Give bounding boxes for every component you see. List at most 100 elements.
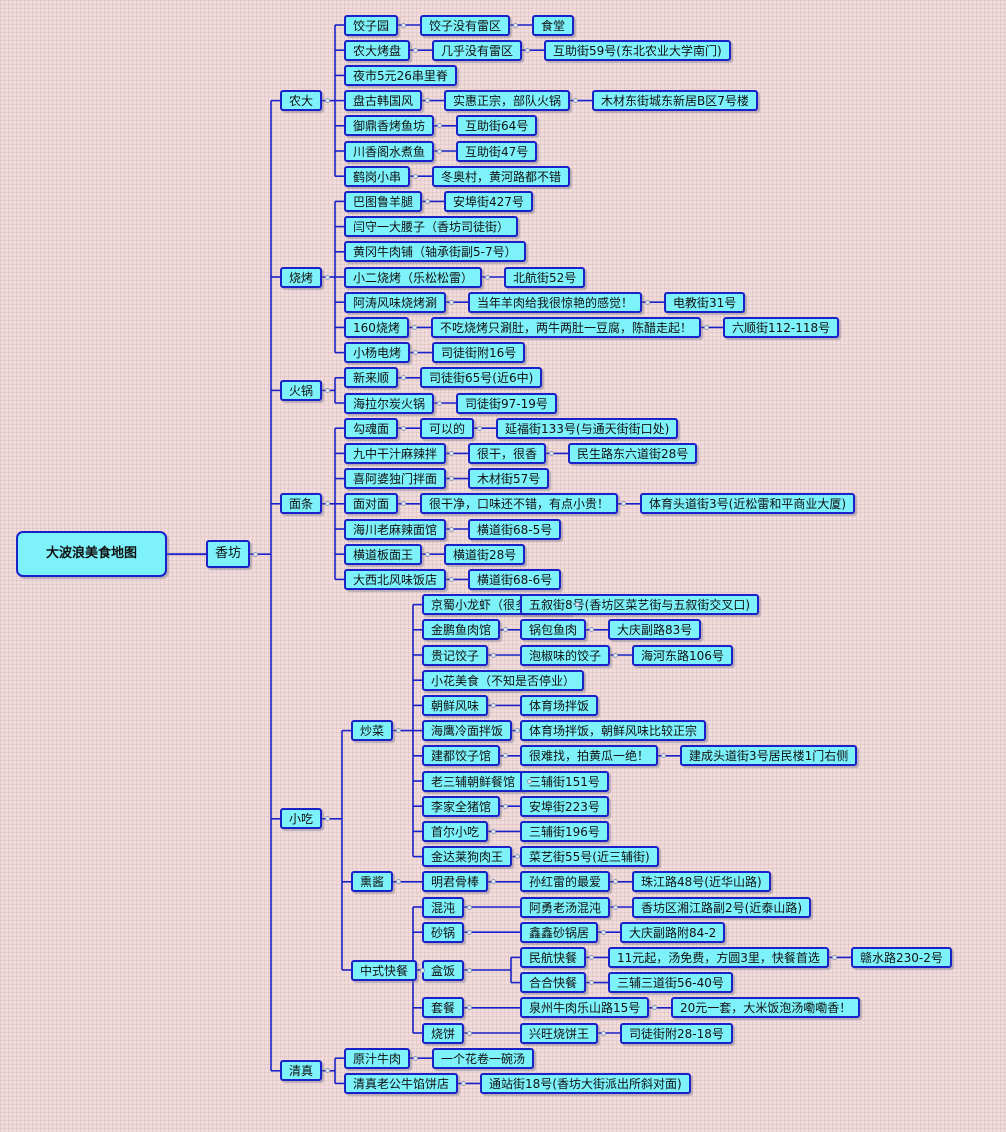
- topic-node[interactable]: 泉州牛肉乐山路15号: [520, 997, 650, 1019]
- collapse-toggle[interactable]: [400, 501, 406, 507]
- collapse-toggle[interactable]: [460, 1080, 466, 1086]
- topic-node[interactable]: 九中干汁麻辣拌: [344, 442, 447, 464]
- collapse-toggle[interactable]: [651, 1005, 657, 1011]
- topic-node[interactable]: 熏酱: [351, 871, 394, 893]
- topic-node[interactable]: 盘古韩国风: [344, 90, 423, 112]
- topic-node[interactable]: 勾魂面: [344, 417, 399, 439]
- topic-node[interactable]: 新来顺: [344, 367, 399, 389]
- district-node[interactable]: 香坊: [206, 540, 251, 569]
- collapse-toggle[interactable]: [514, 728, 520, 734]
- collapse-toggle[interactable]: [448, 526, 454, 532]
- collapse-toggle[interactable]: [600, 1030, 606, 1036]
- collapse-toggle[interactable]: [466, 1005, 472, 1011]
- topic-node[interactable]: 大西北风味饭店: [344, 568, 447, 590]
- collapse-toggle[interactable]: [490, 702, 496, 708]
- topic-node[interactable]: 烧饼: [422, 1022, 465, 1044]
- collapse-toggle[interactable]: [588, 627, 594, 633]
- collapse-toggle[interactable]: [502, 627, 508, 633]
- collapse-toggle[interactable]: [324, 816, 330, 822]
- topic-node[interactable]: 合合快餐: [520, 972, 587, 994]
- topic-node[interactable]: 六顺街112-118号: [723, 316, 840, 338]
- topic-node[interactable]: 盒饭: [422, 959, 465, 981]
- topic-node[interactable]: 木材东街城东新居B区7号楼: [592, 90, 758, 112]
- category-node[interactable]: 火锅: [280, 379, 323, 401]
- topic-node[interactable]: 司徒街附16号: [432, 342, 526, 364]
- collapse-toggle[interactable]: [644, 299, 650, 305]
- topic-node[interactable]: 横道街68-6号: [468, 568, 562, 590]
- collapse-toggle[interactable]: [252, 551, 258, 557]
- collapse-toggle[interactable]: [476, 425, 482, 431]
- collapse-toggle[interactable]: [436, 123, 442, 129]
- collapse-toggle[interactable]: [588, 954, 594, 960]
- topic-node[interactable]: 老三辅朝鲜餐馆: [422, 770, 525, 792]
- topic-node[interactable]: 很难找，拍黄瓜一绝！: [520, 745, 659, 767]
- topic-node[interactable]: 鑫鑫砂锅居: [520, 921, 599, 943]
- topic-node[interactable]: 夜市5元26串里脊: [344, 64, 457, 86]
- collapse-toggle[interactable]: [612, 879, 618, 885]
- topic-node[interactable]: 大庆副路附84-2: [620, 921, 726, 943]
- topic-node[interactable]: 三辅三道街56-40号: [608, 972, 733, 994]
- topic-node[interactable]: 很干，很香: [468, 442, 547, 464]
- collapse-toggle[interactable]: [448, 576, 454, 582]
- topic-node[interactable]: 珠江路48号(近华山路): [632, 871, 771, 893]
- collapse-toggle[interactable]: [436, 148, 442, 154]
- collapse-toggle[interactable]: [466, 929, 472, 935]
- topic-node[interactable]: 大庆副路83号: [608, 619, 702, 641]
- topic-node[interactable]: 五叙街8号(香坊区菜艺街与五叙街交叉口): [520, 594, 759, 616]
- category-node[interactable]: 面条: [280, 493, 323, 515]
- topic-node[interactable]: 三辅街196号: [520, 820, 609, 842]
- category-node[interactable]: 清真: [280, 1060, 323, 1082]
- collapse-toggle[interactable]: [524, 47, 530, 53]
- topic-node[interactable]: 赣水路230-2号: [851, 946, 952, 968]
- topic-node[interactable]: 互助街47号: [456, 140, 538, 162]
- topic-node[interactable]: 原汁牛肉: [344, 1047, 411, 1069]
- collapse-toggle[interactable]: [395, 879, 401, 885]
- topic-node[interactable]: 闫守一大腰子（香坊司徒街）: [344, 216, 519, 238]
- topic-node[interactable]: 体育场拌饭: [520, 694, 599, 716]
- collapse-toggle[interactable]: [831, 954, 837, 960]
- collapse-toggle[interactable]: [400, 375, 406, 381]
- collapse-toggle[interactable]: [324, 274, 330, 280]
- collapse-toggle[interactable]: [703, 324, 709, 330]
- topic-node[interactable]: 体育头道街3号(近松雷和平商业大厦): [640, 493, 855, 515]
- topic-node[interactable]: 电教街31号: [664, 291, 746, 313]
- collapse-toggle[interactable]: [424, 98, 430, 104]
- topic-node[interactable]: 通站街18号(香坊大街派出所斜对面): [480, 1072, 691, 1094]
- topic-node[interactable]: 阿勇老汤混沌: [520, 896, 611, 918]
- topic-node[interactable]: 民航快餐: [520, 946, 587, 968]
- collapse-toggle[interactable]: [448, 450, 454, 456]
- topic-node[interactable]: 20元一套，大米饭泡汤嘞嘞香！: [671, 997, 861, 1019]
- collapse-toggle[interactable]: [411, 324, 417, 330]
- topic-node[interactable]: 可以的: [420, 417, 475, 439]
- topic-node[interactable]: 延福街133号(与通天街街口处): [496, 417, 679, 439]
- topic-node[interactable]: 饺子没有雷区: [420, 14, 511, 36]
- collapse-toggle[interactable]: [424, 198, 430, 204]
- collapse-toggle[interactable]: [588, 980, 594, 986]
- topic-node[interactable]: 泡椒味的饺子: [520, 644, 611, 666]
- topic-node[interactable]: 李家全猪馆: [422, 795, 501, 817]
- topic-node[interactable]: 砂锅: [422, 921, 465, 943]
- topic-node[interactable]: 锅包鱼肉: [520, 619, 587, 641]
- topic-node[interactable]: 兴旺烧饼王: [520, 1022, 599, 1044]
- topic-node[interactable]: 很干净，口味还不错，有点小贵！: [420, 493, 619, 515]
- topic-node[interactable]: 海川老麻辣面馆: [344, 518, 447, 540]
- collapse-toggle[interactable]: [490, 879, 496, 885]
- collapse-toggle[interactable]: [612, 652, 618, 658]
- collapse-toggle[interactable]: [466, 1030, 472, 1036]
- topic-node[interactable]: 喜阿婆独门拌面: [344, 468, 447, 490]
- topic-node[interactable]: 饺子园: [344, 14, 399, 36]
- topic-node[interactable]: 海河东路106号: [632, 644, 733, 666]
- collapse-toggle[interactable]: [612, 904, 618, 910]
- topic-node[interactable]: 建都饺子馆: [422, 745, 501, 767]
- topic-node[interactable]: 互助街64号: [456, 115, 538, 137]
- topic-node[interactable]: 民生路东六道街28号: [568, 442, 698, 464]
- topic-node[interactable]: 金鹏鱼肉馆: [422, 619, 501, 641]
- topic-node[interactable]: 小杨电烤: [344, 342, 411, 364]
- topic-node[interactable]: 食堂: [532, 14, 575, 36]
- topic-node[interactable]: 中式快餐: [351, 959, 418, 981]
- topic-node[interactable]: 金达莱狗肉王: [422, 846, 513, 868]
- collapse-toggle[interactable]: [412, 173, 418, 179]
- collapse-toggle[interactable]: [324, 387, 330, 393]
- topic-node[interactable]: 互助街59号(东北农业大学南门): [544, 39, 731, 61]
- topic-node[interactable]: 实惠正宗，部队火锅: [444, 90, 571, 112]
